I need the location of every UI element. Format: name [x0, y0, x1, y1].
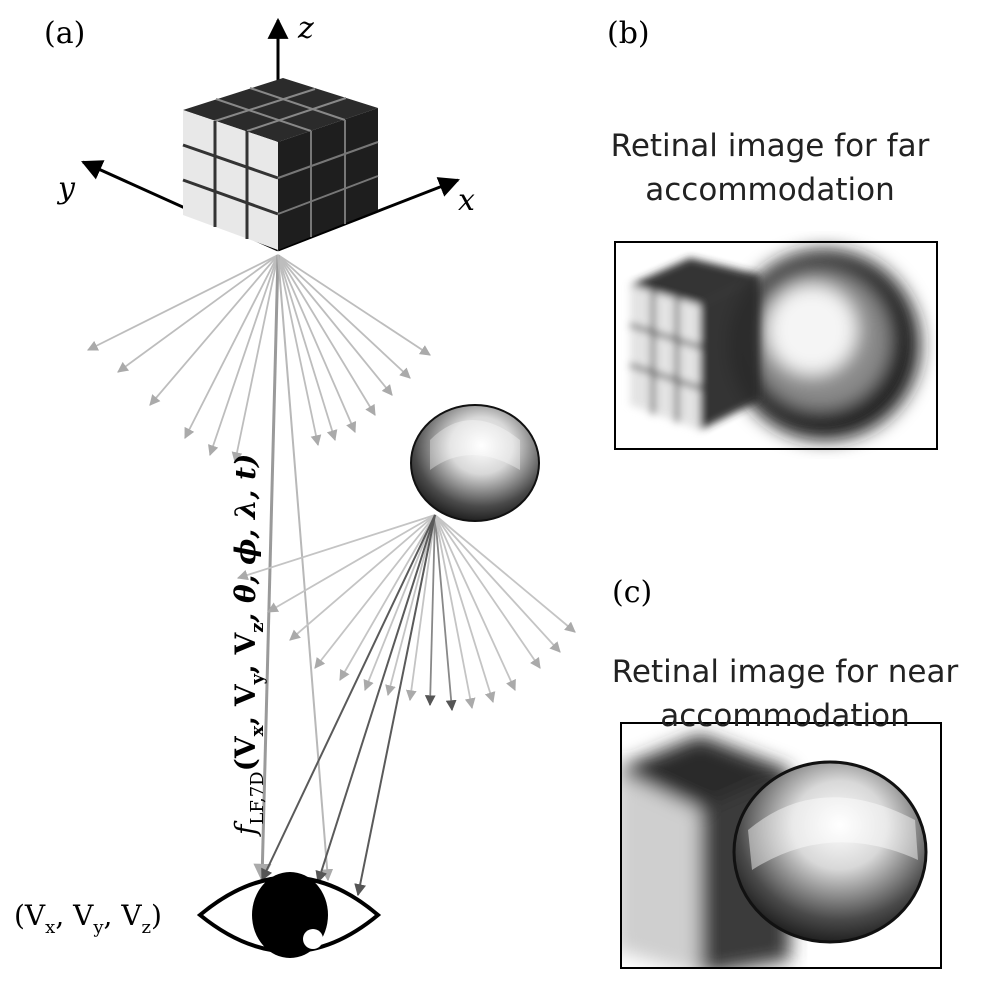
- light-field-function-label: fLF,7D(Vx, Vy, Vz, θ, ϕ, λ, t): [229, 454, 268, 837]
- panel-label-b: (b): [607, 16, 650, 51]
- panel-b-caption: Retinal image for far accommodation: [600, 124, 940, 212]
- sphere: [410, 404, 540, 522]
- near-accommodation-image: [620, 722, 942, 969]
- svg-text:fLF,7D(Vx, Vy, Vz, θ, ϕ, λ, t): fLF,7D(Vx, Vy, Vz, θ, ϕ, λ, t): [229, 454, 268, 837]
- far-accommodation-image: [614, 241, 938, 450]
- axis-label-y: y: [56, 171, 76, 206]
- eye-icon: [196, 872, 382, 958]
- sphere-ray-fan: [236, 514, 576, 712]
- panel-b-caption-line2: accommodation: [645, 172, 895, 208]
- panel-c-caption-line1: Retinal image for near: [611, 654, 959, 690]
- panel-c-caption-line2: accommodation: [660, 698, 910, 734]
- axis-label-x: x: [458, 183, 475, 218]
- cube-ray-fan: [87, 254, 431, 464]
- panel-b-caption-line1: Retinal image for far: [610, 128, 930, 164]
- panel-label-a: (a): [44, 16, 86, 51]
- eye-position-label: (Vx, Vy, Vz): [14, 899, 162, 938]
- sphere-to-eye-rays: [261, 514, 436, 897]
- panel-label-c: (c): [612, 575, 653, 610]
- panel-c-caption: Retinal image for near accommodation: [600, 650, 970, 738]
- rubiks-cube: [182, 78, 379, 250]
- axis-label-z: z: [297, 11, 314, 46]
